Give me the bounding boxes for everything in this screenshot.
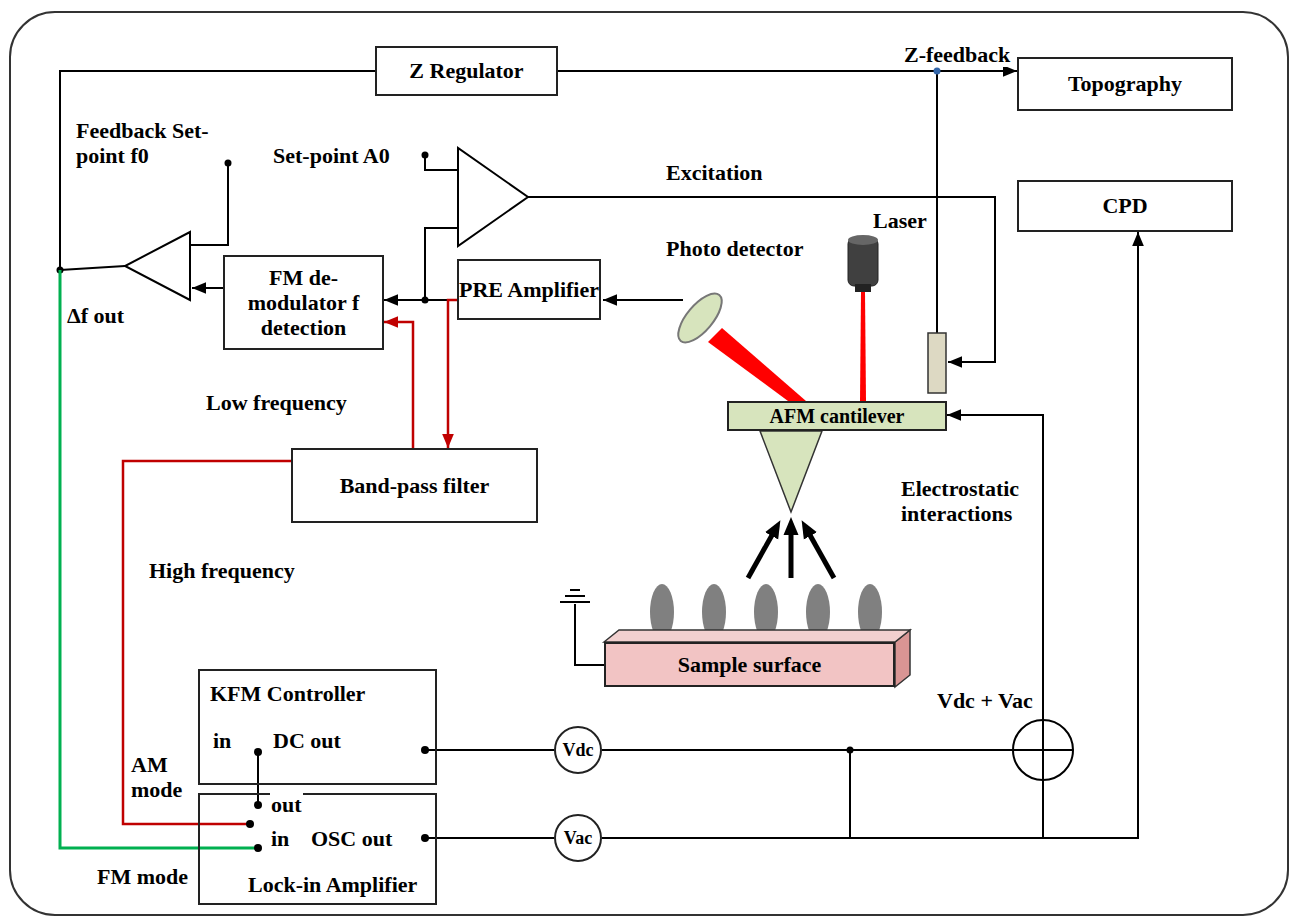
summing-junction — [1013, 720, 1073, 780]
edge-label: Z-feedback — [903, 42, 1011, 67]
amplitude-wire — [425, 228, 458, 300]
node-text: Lock-in Amplifier — [248, 872, 417, 897]
laser-beam — [860, 292, 866, 401]
amplifier-box: PRE Amplifier — [457, 259, 601, 320]
mode-label: AM mode — [130, 752, 196, 803]
reflected-beam — [708, 328, 806, 401]
regulator-box: Z Regulator — [375, 46, 558, 96]
demod-output-wire — [192, 287, 223, 289]
port-label: out — [270, 792, 303, 817]
node-text: FM de-modulator f detection — [225, 265, 382, 341]
port-label: in — [212, 728, 232, 753]
detector-wire — [603, 299, 683, 301]
node-text: Vac — [564, 828, 592, 849]
part-label: Laser — [872, 208, 928, 233]
signal-wire — [558, 70, 1017, 72]
terminal-dots — [57, 68, 941, 754]
signal-wire — [123, 461, 291, 824]
controller-box: KFM Controller — [198, 669, 437, 785]
output-box: CPD — [1017, 180, 1233, 232]
amplitude-amplifier — [458, 148, 528, 246]
outer-frame — [10, 12, 1288, 915]
node-text: PRE Amplifier — [459, 277, 599, 302]
cantilever-bar: AFM cantilever — [727, 401, 947, 431]
piezo-actuator — [928, 333, 946, 393]
force-arrows — [748, 526, 834, 578]
note-label: Electrostatic interactions — [900, 476, 1037, 527]
filter-box: Band-pass filter — [291, 448, 538, 523]
signal-label: Excitation — [665, 160, 764, 185]
signal-label: Low frequency — [205, 390, 348, 415]
setpoint-label: Set-point A0 — [272, 143, 391, 168]
setpoint-f-wire — [190, 163, 228, 245]
port-label: OSC out — [310, 826, 393, 851]
z-loop-wire — [60, 71, 375, 270]
port-label: in — [270, 826, 290, 851]
voltage-source: Vac — [554, 814, 602, 862]
signal-wire — [384, 299, 457, 301]
signal-label: High frequency — [148, 558, 296, 583]
node-text: Topography — [1068, 71, 1182, 96]
node-text: Sample surface — [678, 652, 822, 677]
port-label: DC out — [272, 728, 342, 753]
signal-wire — [384, 322, 413, 448]
signal-wire — [448, 300, 457, 448]
output-box: Topography — [1017, 57, 1233, 111]
signal-wire — [437, 837, 554, 839]
feedback-wires — [60, 71, 995, 362]
node-text: Z Regulator — [409, 58, 523, 83]
node-text: KFM Controller — [210, 681, 365, 706]
signal-label: Δf out — [66, 303, 125, 328]
signal-wire — [257, 785, 259, 793]
signal-wire — [602, 232, 1138, 838]
sample-top — [604, 630, 910, 642]
mode-label: FM mode — [96, 864, 189, 889]
ground-symbol — [560, 590, 604, 665]
sample-block: Sample surface — [604, 642, 895, 687]
photo-detector — [671, 287, 729, 350]
amp-output-wire — [60, 266, 125, 270]
afm-tip — [760, 431, 822, 512]
node-text: CPD — [1102, 193, 1147, 218]
signal-label: Vdc + Vac — [936, 688, 1034, 713]
setpoint-label: Feedback Set-point f0 — [75, 118, 222, 169]
feedback-amplifier — [125, 232, 190, 300]
am-mode-wire — [198, 823, 250, 826]
node-text: Vdc — [563, 740, 594, 761]
laser-source — [848, 235, 878, 292]
voltage-source: Vdc — [554, 726, 602, 774]
signal-wire — [602, 415, 1043, 750]
signal-wire — [437, 749, 554, 751]
z-feedback-wire — [936, 71, 938, 333]
setpoint-a-wire — [425, 155, 458, 170]
demodulator-box: FM de-modulator f detection — [223, 255, 384, 350]
node-text: Band-pass filter — [340, 473, 490, 498]
node-text: AFM cantilever — [770, 405, 905, 428]
part-label: Photo detector — [665, 236, 804, 261]
port-dots — [246, 746, 429, 852]
